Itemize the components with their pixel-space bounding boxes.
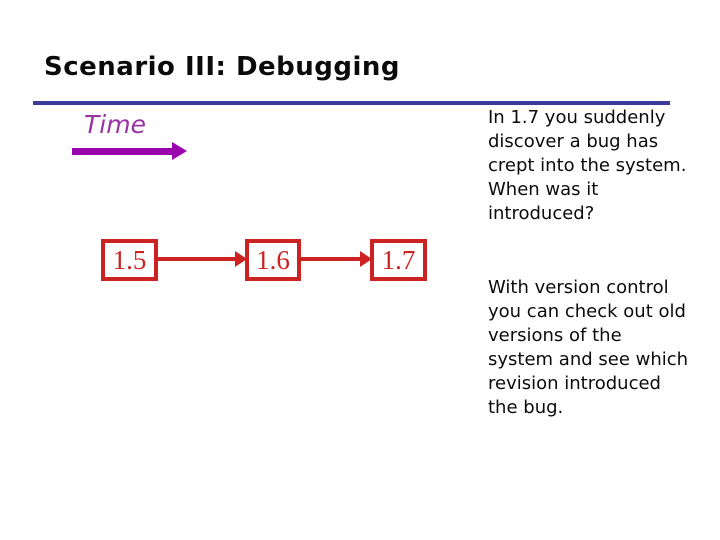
time-label: Time <box>84 110 146 139</box>
version-box-1-6: 1.6 <box>245 239 301 281</box>
time-arrow-head-icon <box>172 142 187 160</box>
version-label: 1.7 <box>381 244 416 275</box>
commit-arrow-icon <box>158 257 235 261</box>
answer-text: With version control you can check out o… <box>488 277 689 418</box>
slide-title: Scenario III: Debugging <box>44 52 401 82</box>
version-label: 1.6 <box>256 244 290 275</box>
commit-arrow-icon <box>301 257 360 261</box>
question-text: In 1.7 you suddenly discover a bug has c… <box>488 107 687 224</box>
version-label: 1.5 <box>112 244 147 275</box>
time-arrow-icon <box>72 148 172 155</box>
commit-arrow-head-icon <box>235 251 247 267</box>
commit-arrow-head-icon <box>360 251 372 267</box>
version-box-1-7: 1.7 <box>370 239 427 281</box>
version-box-1-5: 1.5 <box>101 239 158 281</box>
title-divider <box>33 101 670 105</box>
